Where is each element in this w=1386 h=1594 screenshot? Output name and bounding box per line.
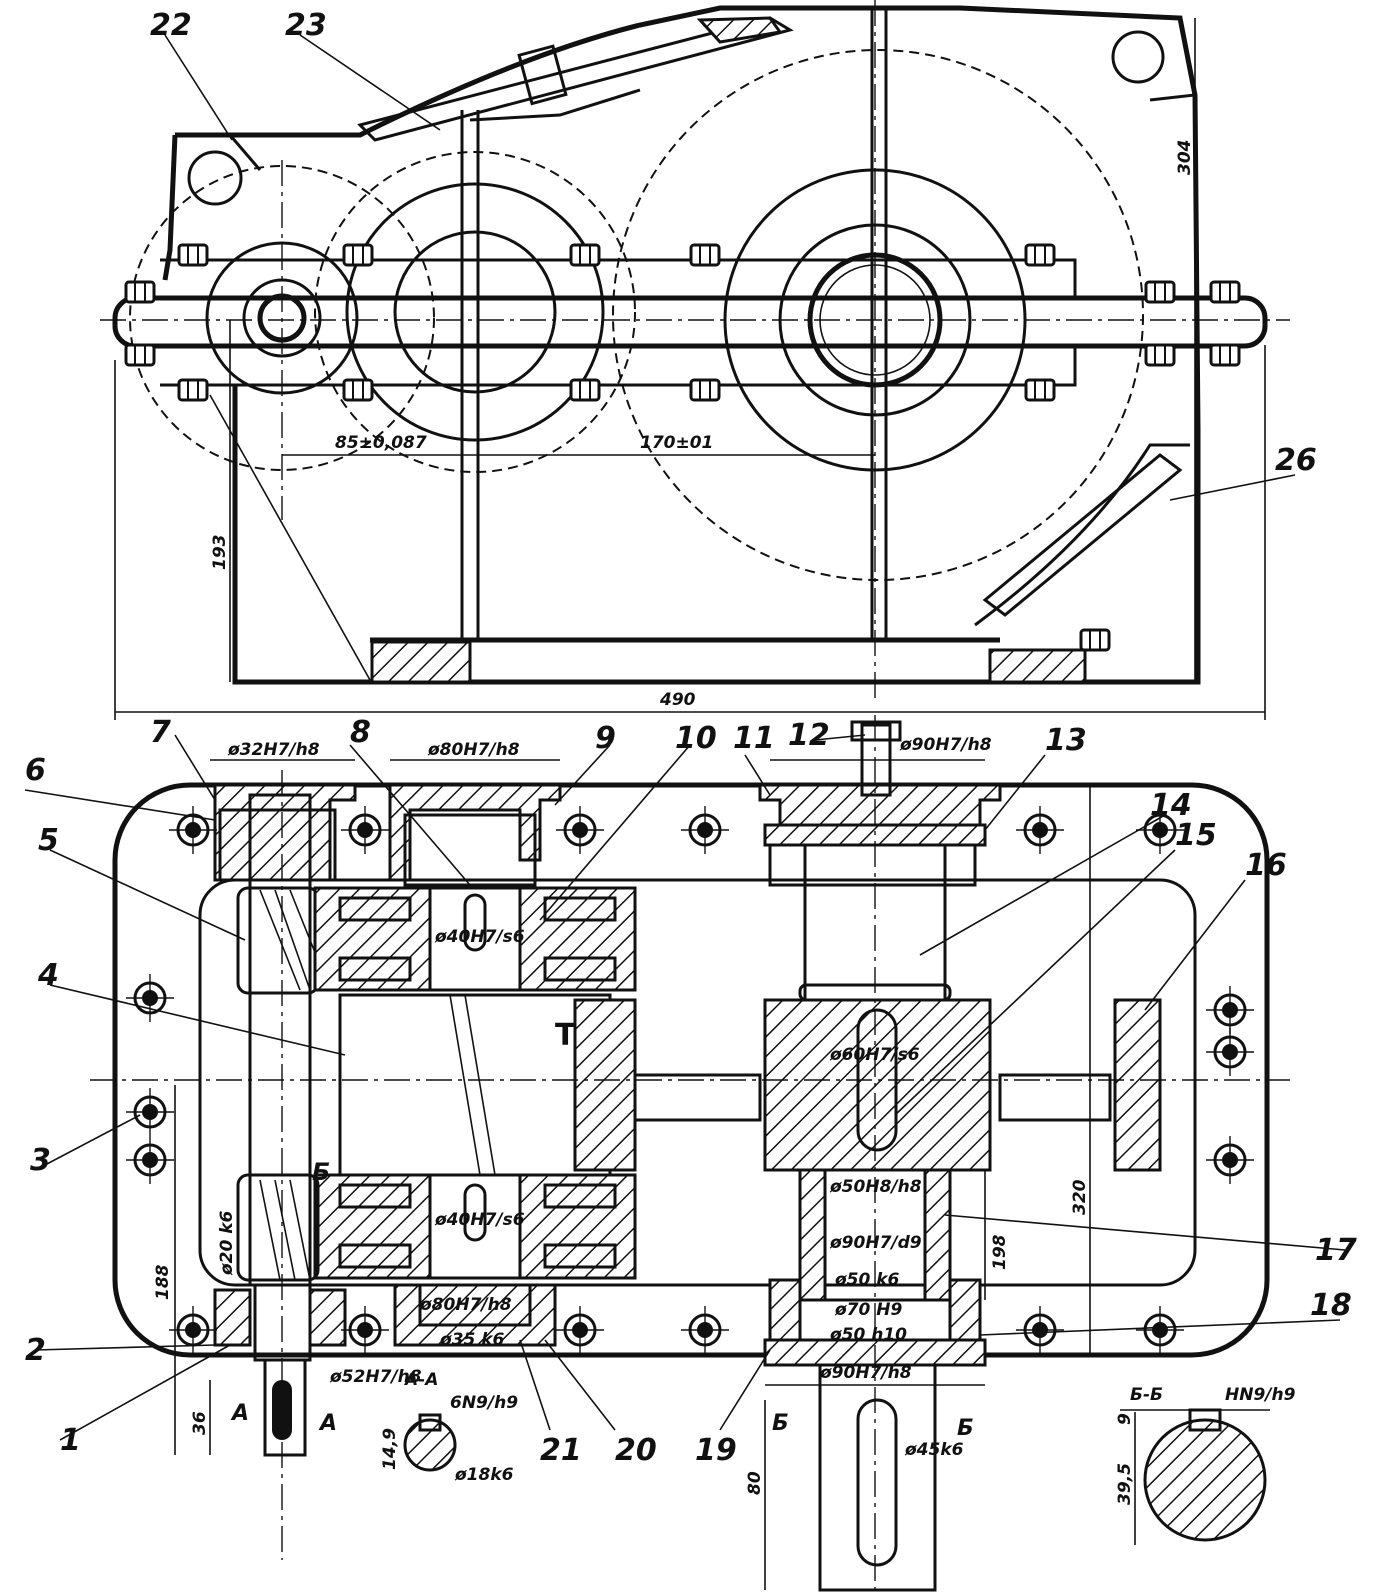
dim-d70: ø70 H9 <box>834 1300 902 1320</box>
dim-d90-bot: ø90H7/d9 <box>829 1233 922 1253</box>
part-label-7: 7 <box>150 715 171 750</box>
dim-d90-top: ø90H7/h8 <box>899 735 992 755</box>
dim-shaft-out-len-slow: 80 <box>745 1471 765 1495</box>
part-label-15: 15 <box>1175 818 1217 853</box>
dim-d20: ø20 k6 <box>217 1210 237 1276</box>
part-label-18: 18 <box>1310 1288 1352 1323</box>
dim-198: 198 <box>990 1234 1010 1270</box>
section-mark-b-left: Б <box>772 1411 789 1436</box>
mark-t: T <box>555 1018 576 1053</box>
section-mark-a-left: A <box>230 1401 249 1426</box>
dim-center-distance-slow: 170±01 <box>640 433 713 453</box>
section-aa-label: A-A <box>403 1370 438 1390</box>
section-mark-b-shaft: Б <box>312 1158 330 1186</box>
dim-d90-h8-bot: ø90H7/h8 <box>819 1363 912 1383</box>
dim-9: 9 <box>1115 1413 1135 1425</box>
dim-d40-top: ø40H7/s6 <box>434 927 525 947</box>
part-label-16: 16 <box>1245 848 1287 883</box>
plan-view <box>24 715 1346 1594</box>
dim-d60: ø60H7/s6 <box>829 1045 920 1065</box>
dim-axis-height: 193 <box>210 535 230 571</box>
dim-d40-bot: ø40H7/s6 <box>434 1210 525 1230</box>
section-bb-label: Б-Б <box>1130 1385 1163 1405</box>
dim-320: 320 <box>1070 1179 1090 1215</box>
dim-key-bn9: 6N9/h9 <box>450 1393 518 1413</box>
dim-key-hn9: HN9/h9 <box>1225 1385 1296 1405</box>
part-label-1: 1 <box>60 1423 81 1458</box>
dim-overall-length: 490 <box>659 690 696 710</box>
dim-d80-bot: ø80H7/h8 <box>419 1295 512 1315</box>
part-label-13: 13 <box>1045 723 1087 758</box>
front-view <box>100 0 1296 720</box>
part-label-3: 3 <box>30 1143 51 1178</box>
dim-d52: ø52H7/h8 <box>329 1367 422 1387</box>
part-label-12: 12 <box>788 718 830 753</box>
part-label-5: 5 <box>38 823 59 858</box>
part-label-2: 2 <box>25 1333 46 1368</box>
dim-188: 188 <box>153 1264 173 1300</box>
section-mark-b-right: Б <box>957 1416 974 1441</box>
dim-center-distance-fast: 85±0,087 <box>335 433 427 453</box>
part-label-14: 14 <box>1150 788 1192 823</box>
dim-d35: ø35 k6 <box>439 1330 505 1350</box>
dim-d80: ø80H7/h8 <box>427 740 520 760</box>
dim-overall-height: 304 <box>1175 140 1195 176</box>
part-label-21: 21 <box>540 1433 582 1468</box>
dim-39-5: 39,5 <box>1115 1463 1135 1505</box>
part-label-23: 23 <box>285 8 327 43</box>
part-label-22: 22 <box>150 8 192 43</box>
part-label-17: 17 <box>1315 1233 1357 1268</box>
dim-d45: ø45k6 <box>904 1440 964 1460</box>
dim-d50-k6: ø50 k6 <box>834 1270 900 1290</box>
dim-d50-h8: ø50H8/h8 <box>829 1177 922 1197</box>
part-label-9: 9 <box>595 721 616 756</box>
part-label-11: 11 <box>733 721 775 756</box>
part-label-6: 6 <box>25 753 46 788</box>
part-label-8: 8 <box>350 715 371 750</box>
part-label-4: 4 <box>37 958 59 993</box>
section-mark-a-right: A <box>318 1411 337 1436</box>
part-label-20: 20 <box>615 1433 657 1468</box>
dim-d18: ø18k6 <box>454 1465 514 1485</box>
dim-shaft-out-len: 36 <box>190 1411 210 1435</box>
part-label-19: 19 <box>695 1433 737 1468</box>
part-label-26: 26 <box>1275 443 1317 478</box>
part-label-10: 10 <box>675 721 717 756</box>
dim-key-14-9: 14,9 <box>380 1428 400 1470</box>
dim-d32: ø32H7/h8 <box>227 740 320 760</box>
dim-d50-h10: ø50 h10 <box>829 1325 907 1345</box>
